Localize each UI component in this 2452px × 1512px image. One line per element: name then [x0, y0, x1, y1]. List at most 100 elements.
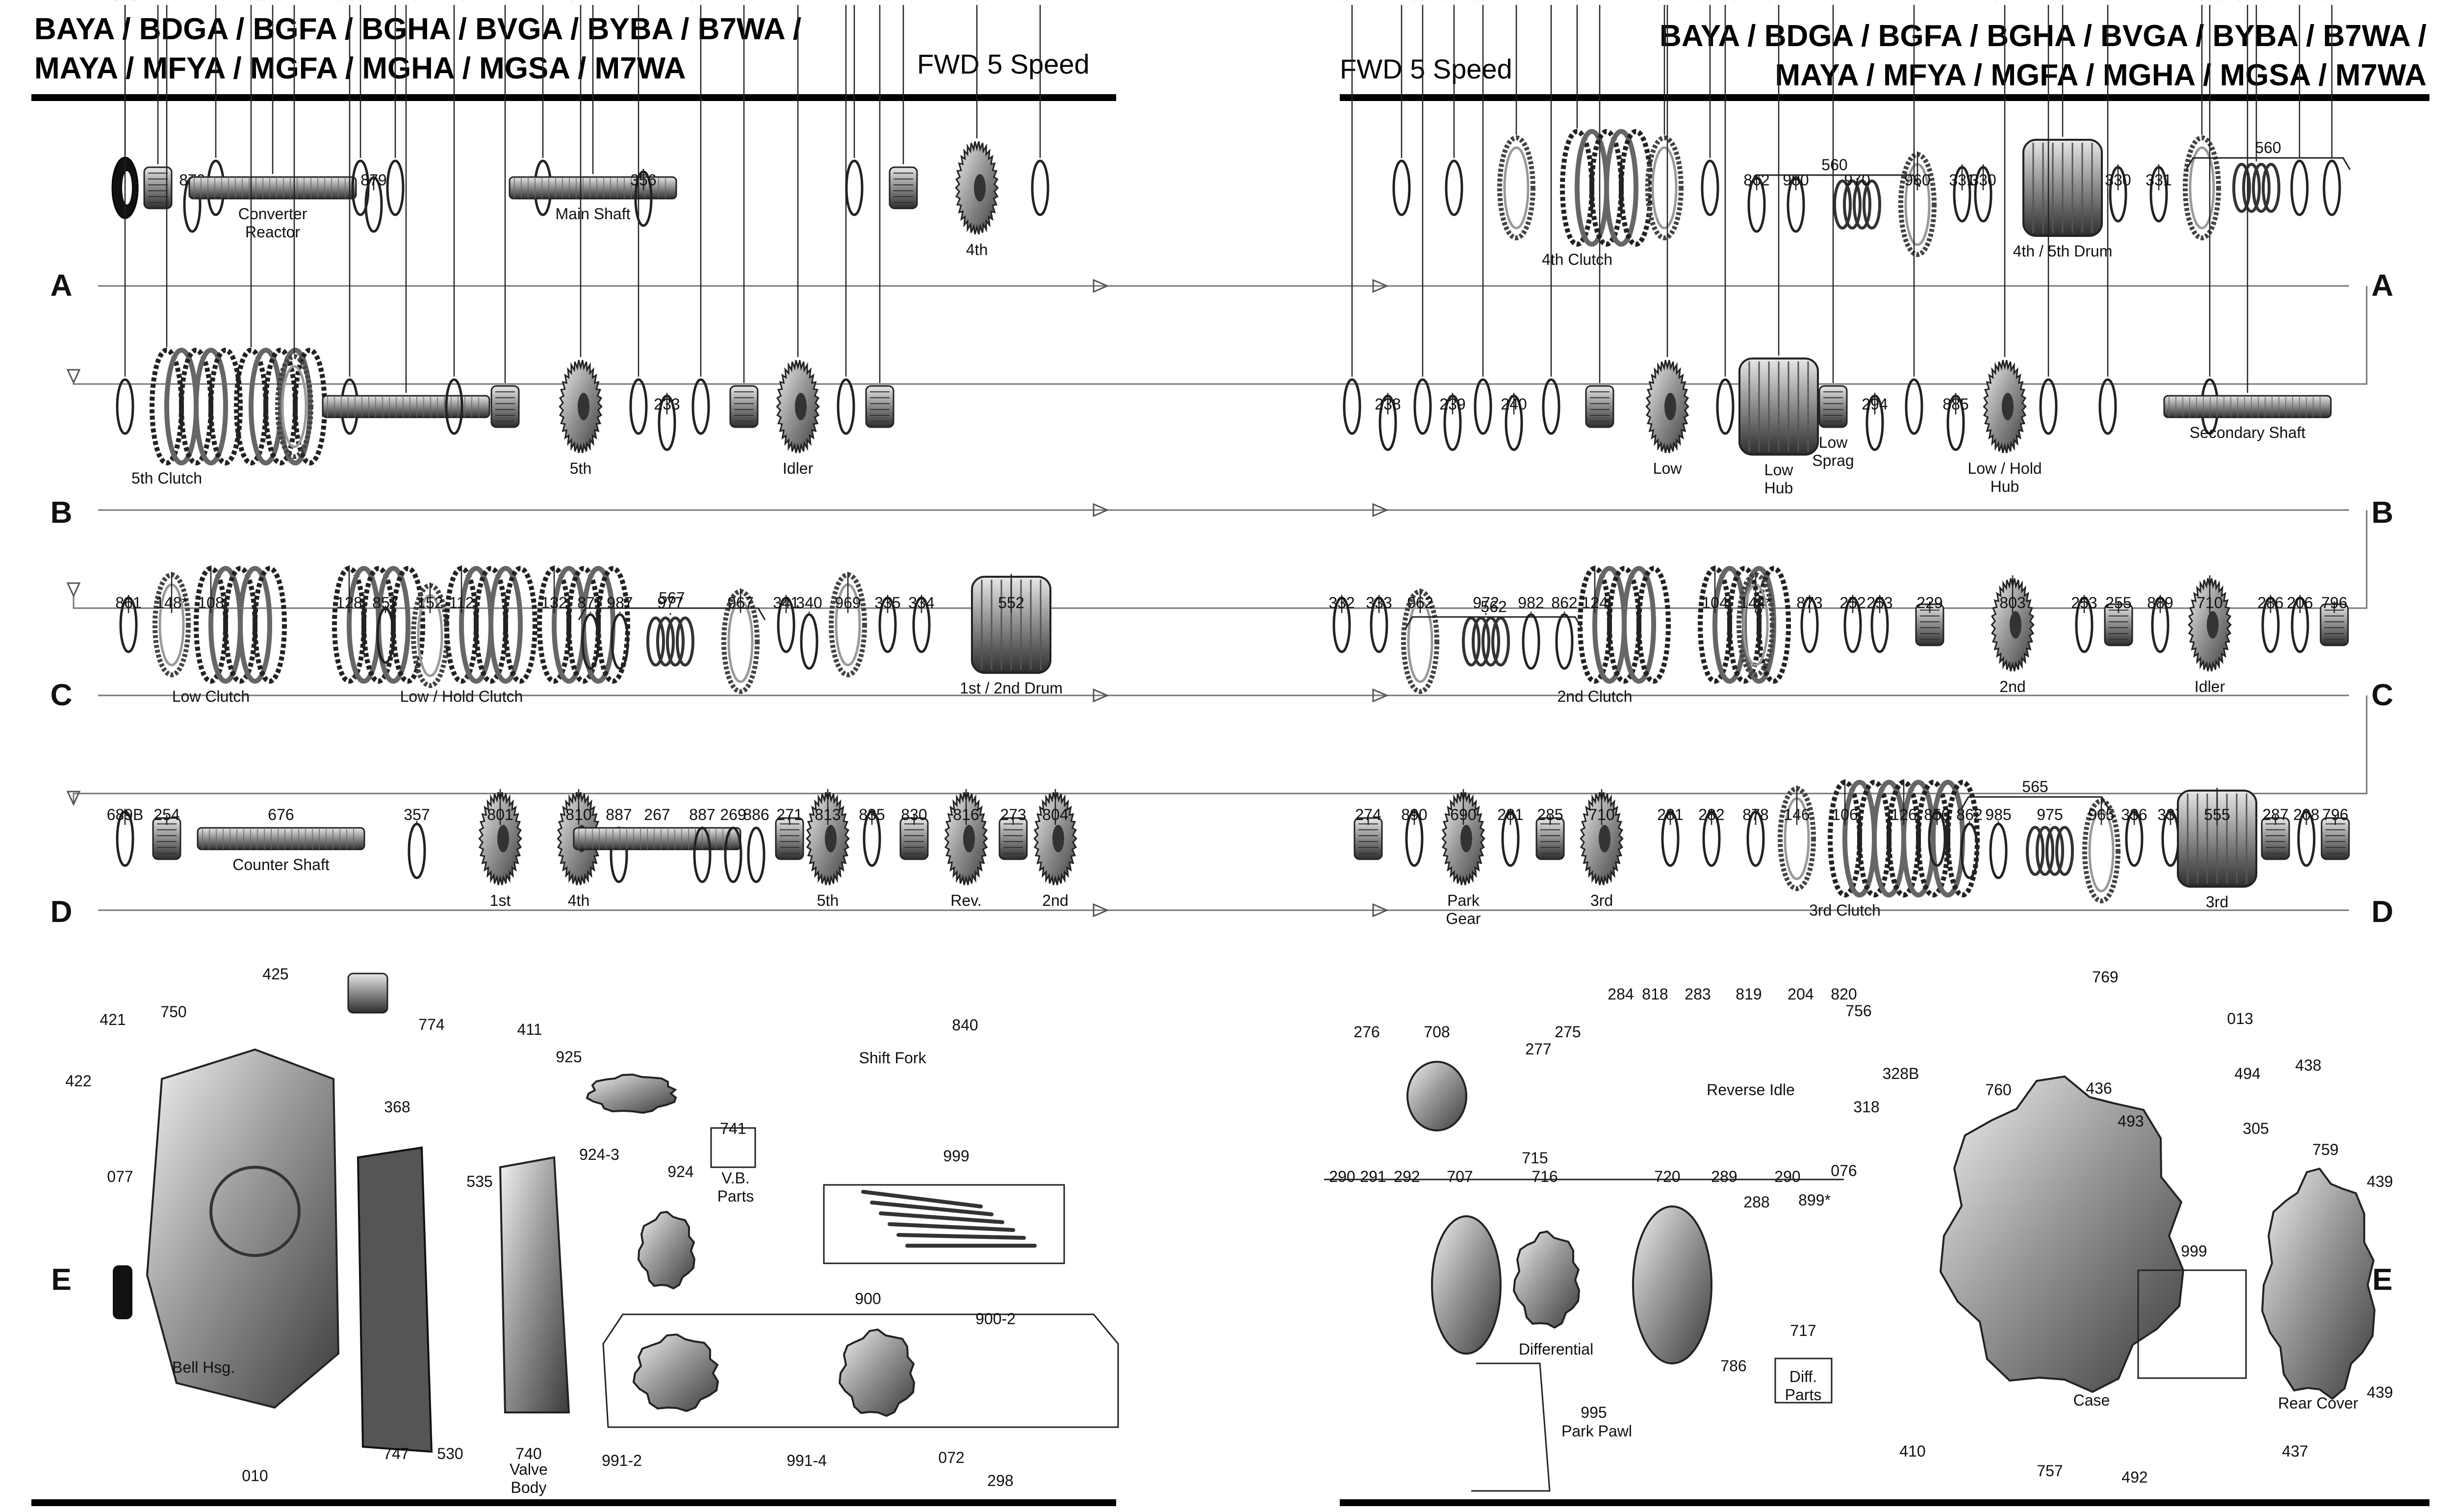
part-number-217: 217 — [841, 0, 867, 3]
bearing-shape — [1585, 385, 1614, 428]
part-number-357: 357 — [404, 806, 430, 823]
flow-arrowhead — [1372, 688, 1389, 703]
part-number-144*: 144* — [1739, 594, 1772, 612]
part-689B: 689B — [107, 806, 143, 867]
part-number-529: 529 — [259, 0, 285, 3]
part-208: 208 — [2293, 806, 2320, 867]
seal-077-shape — [113, 1265, 132, 1319]
gear-hub — [2207, 611, 2219, 639]
part-980: 980 — [2286, 0, 2313, 216]
part-number-255: 255 — [2105, 594, 2131, 612]
callout-925: 925 — [556, 1048, 582, 1066]
snap-ring-shape — [800, 613, 818, 670]
bearing-shape — [490, 385, 520, 428]
callout-715: 715 — [1522, 1149, 1548, 1167]
part-number-877: 877 — [577, 594, 603, 612]
part-220: 220 — [889, 0, 918, 209]
callout-991-2: 991-2 — [602, 1452, 642, 1469]
caption-reverse-idle: Reverse Idle — [1707, 1081, 1795, 1099]
part-965: 965 — [2082, 798, 2120, 903]
part-number-238: 238 — [1375, 395, 1401, 413]
part-242: 242 — [2035, 0, 2062, 435]
part-number-862: 862 — [2319, 0, 2345, 3]
part-number-672: 672 — [580, 0, 606, 3]
part-number-857: 857 — [372, 594, 398, 612]
callout-277: 277 — [1525, 1040, 1551, 1058]
part-number-120: 120 — [153, 0, 179, 3]
callout-438: 438 — [2295, 1056, 2321, 1074]
sensor-774-shape — [347, 973, 388, 1014]
callout-900: 900 — [855, 1290, 881, 1307]
callout-439: 439 — [2367, 1384, 2393, 1401]
part-273: 273 — [998, 806, 1028, 860]
part-356: 356 — [630, 169, 657, 227]
callout-707: 707 — [1447, 1168, 1473, 1185]
callout-298: 298 — [987, 1472, 1013, 1489]
part-number-888: 888 — [1409, 0, 1435, 3]
part-number-271: 271 — [776, 806, 802, 823]
snap-ring-shape — [1343, 378, 1361, 435]
part-886: 886 — [743, 806, 769, 883]
assembly-bracket-567: 567 — [578, 589, 766, 620]
part-number-801: 801 — [487, 806, 513, 823]
snap-ring-shape — [1445, 159, 1463, 216]
assembly-number-565: 565 — [2022, 778, 2048, 795]
callout-900-2: 900-2 — [975, 1310, 1016, 1328]
part-number-358: 358 — [2197, 0, 2222, 3]
snap-ring-shape — [1701, 159, 1719, 216]
part-286: 286 — [2257, 594, 2284, 653]
part-caption: 4th / 5th Drum — [2013, 242, 2113, 260]
part-274: 274 — [1354, 806, 1383, 860]
callout-305: 305 — [2243, 1120, 2269, 1137]
part-number-332: 332 — [1328, 594, 1354, 612]
part-caption: Idler — [2195, 678, 2225, 695]
callout-999: 999 — [943, 1147, 969, 1165]
flow-arrowhead — [1093, 279, 1109, 293]
part-number-254: 254 — [153, 806, 179, 823]
part-224: 224 — [1388, 0, 1415, 216]
caption-case: Case — [2073, 1391, 2110, 1409]
row-label-right-C: C — [2372, 678, 2394, 712]
part-number-861: 861 — [1441, 0, 1467, 3]
callout-077: 077 — [107, 1168, 133, 1185]
clutch-disc-shape — [1645, 135, 1684, 240]
part-850: 850 — [1924, 806, 1950, 867]
snap-ring-shape — [1474, 378, 1492, 435]
row-label-left-D: D — [51, 895, 73, 929]
callout-437: 437 — [2282, 1442, 2308, 1460]
part-330: 330 — [1970, 164, 1996, 223]
part-880: 880 — [688, 0, 714, 435]
part-229: 229 — [1915, 594, 1944, 646]
row-label-left-E: E — [51, 1263, 71, 1297]
part-caption: Low / Hold Clutch — [400, 688, 523, 705]
part-229: 229 — [490, 0, 520, 428]
part-number-878: 878 — [1742, 806, 1768, 823]
part-217: 217 — [841, 0, 868, 216]
snap-ring-shape — [1413, 378, 1432, 435]
snap-ring-shape — [2098, 378, 2117, 435]
valve-body-900b-shape — [838, 1328, 916, 1417]
flow-arrowhead — [1093, 688, 1109, 703]
part-number-224: 224 — [1388, 0, 1414, 3]
part-number-982: 982 — [1518, 594, 1544, 612]
header-rule-right — [1340, 94, 2429, 101]
part-number-710: 710 — [785, 0, 811, 3]
flow-arrowhead — [1372, 279, 1389, 293]
snap-ring-shape — [581, 613, 600, 670]
part-252: 252 — [1839, 594, 1866, 653]
part-255: 255 — [2104, 594, 2133, 646]
part-861: 861 — [1441, 0, 1467, 216]
part-number-233: 233 — [654, 395, 680, 413]
part-240: 240 — [1501, 393, 1527, 451]
gear-hub — [2010, 611, 2021, 639]
shaft-shape — [2163, 395, 2332, 418]
return-spring-970: 970 — [1833, 171, 1881, 230]
part-226: 226 — [441, 0, 467, 435]
part-296: 296 — [1712, 0, 1738, 435]
flow-arrowhead — [1372, 503, 1389, 517]
part-number-281: 281 — [1497, 806, 1523, 823]
